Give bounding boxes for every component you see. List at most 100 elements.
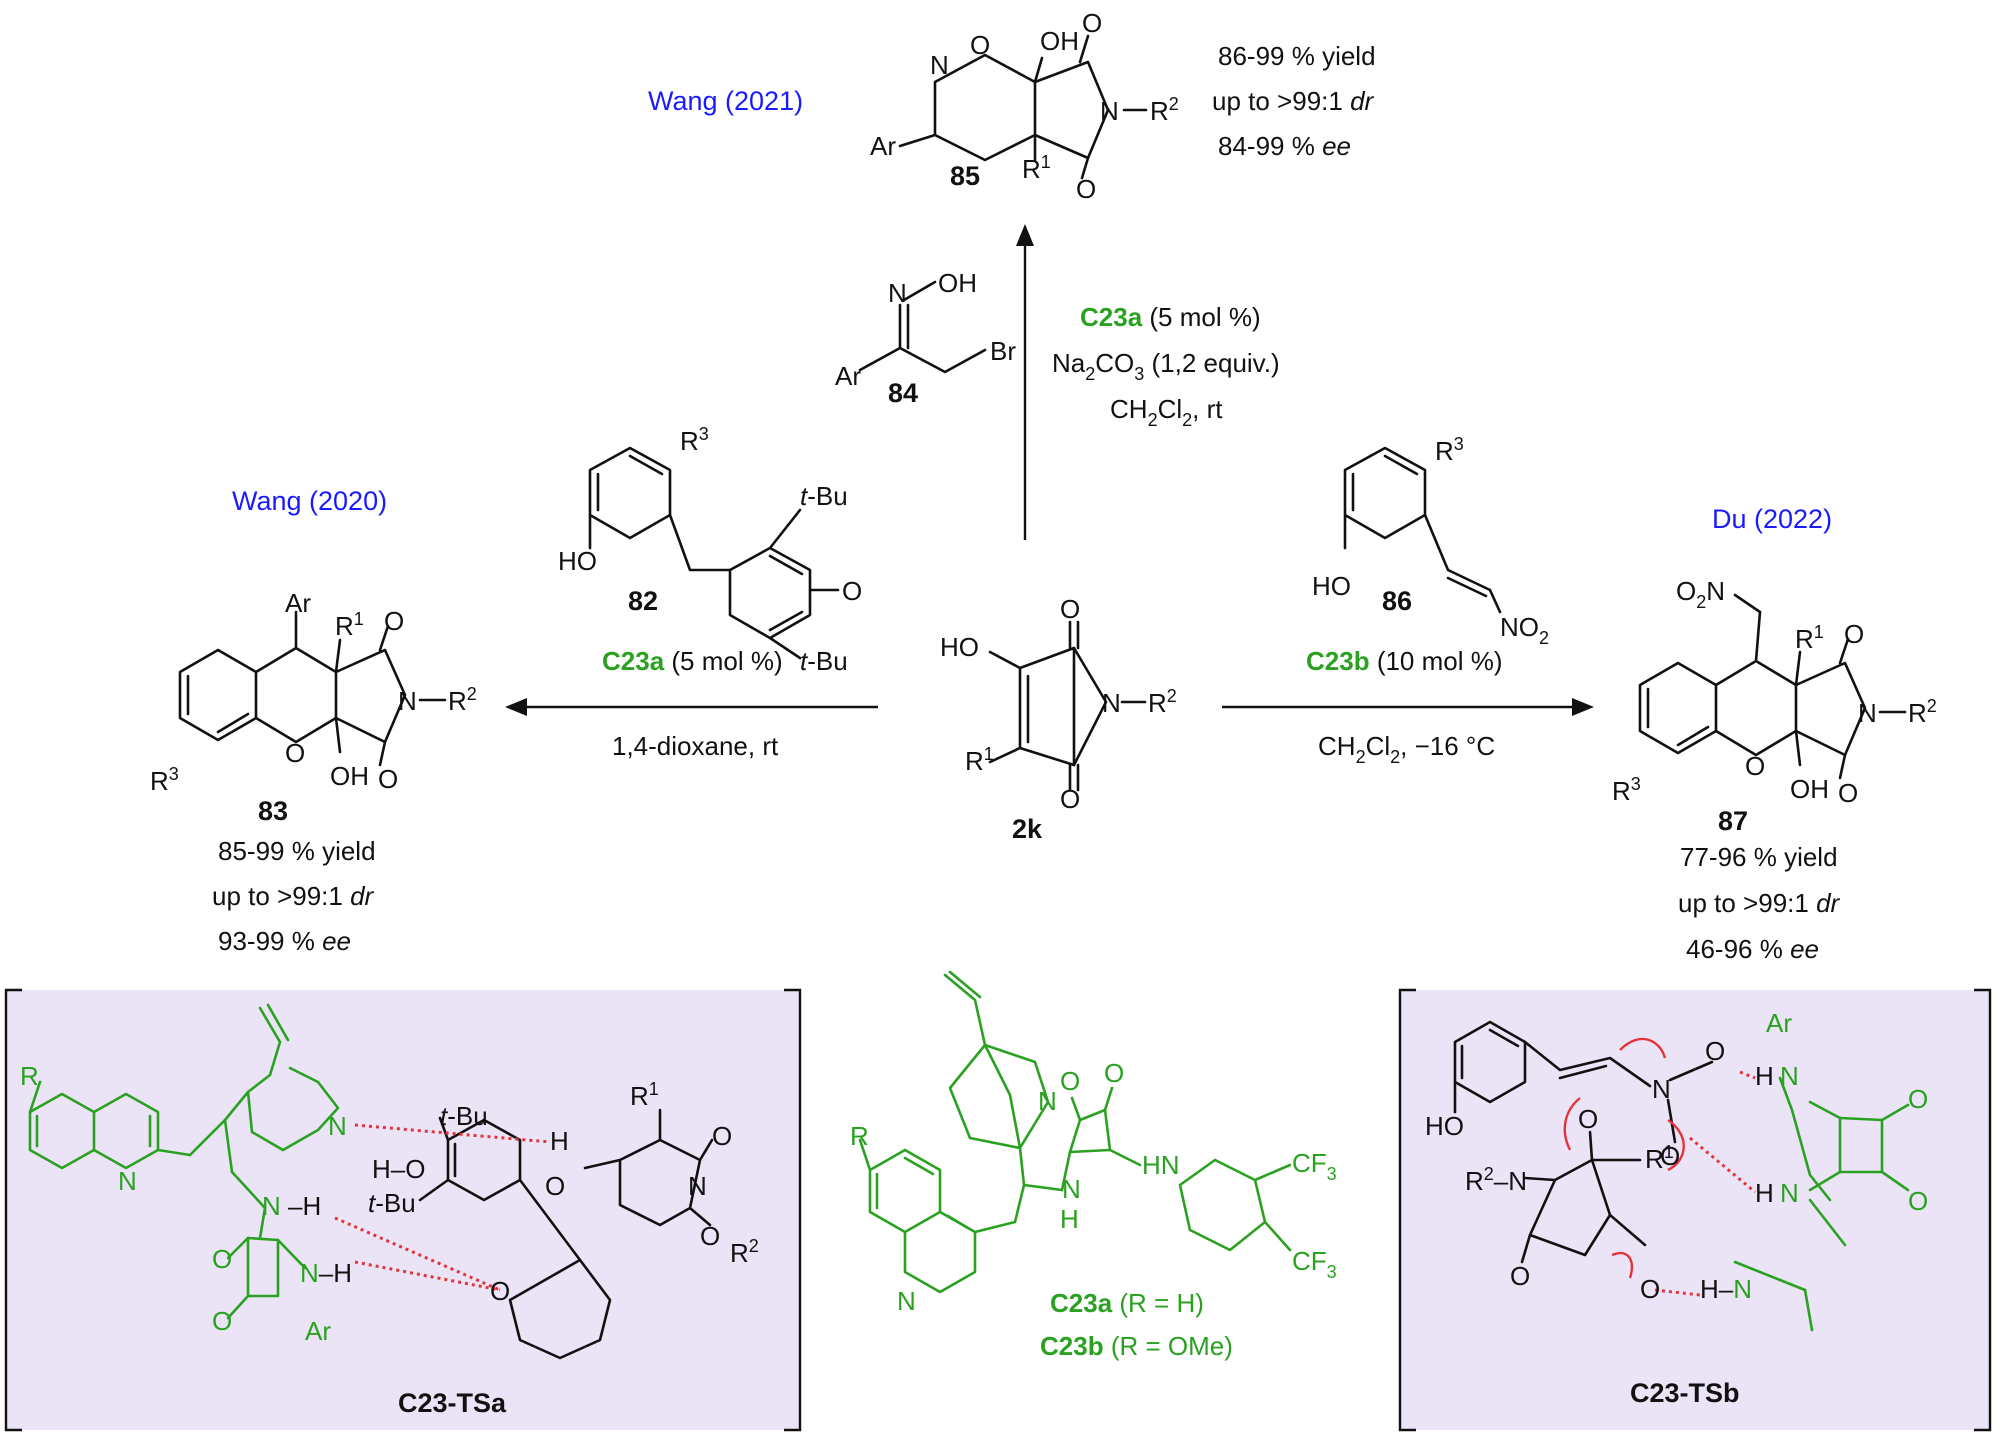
- 85-o-ring: O: [970, 30, 990, 60]
- left-cond-cat: C23a (5 mol %): [602, 646, 783, 676]
- tsb-n1: N: [1780, 1061, 1799, 1091]
- tsa-n-quin: N: [118, 1166, 137, 1196]
- 85-o2: O: [1076, 174, 1096, 204]
- 87-n: N: [1858, 698, 1877, 728]
- left-result-dr: up to >99:1 dr: [212, 881, 375, 911]
- tsb-h1: H: [1755, 1061, 1774, 1091]
- cat-b-label: C23b (R = OMe): [1040, 1331, 1233, 1361]
- tsb-n2: N: [1780, 1178, 1799, 1208]
- tsa-nh2: N–H: [300, 1258, 352, 1288]
- 2k-o-bottom: O: [1060, 784, 1080, 814]
- 2k-r2: R2: [1148, 686, 1177, 718]
- arrow-right: [1222, 698, 1594, 716]
- right-result-dr: up to >99:1 dr: [1678, 888, 1841, 918]
- top-cond-solvent: CH2Cl2, rt: [1110, 394, 1223, 430]
- compound-2k: O O HO R1 N R2 2k: [940, 594, 1177, 844]
- tsa-n-quinuclidine: N: [328, 1111, 347, 1141]
- right-cond-cat: C23b (10 mol %): [1306, 646, 1503, 676]
- 84-label: 84: [888, 378, 918, 408]
- 82-o: O: [842, 576, 862, 606]
- 2k-ho: HO: [940, 632, 979, 662]
- tsa-tbu-bottom: t-Bu: [368, 1188, 416, 1218]
- cat-cf3-top: CF3: [1292, 1148, 1337, 1184]
- right-citation: Du (2022): [1712, 504, 1832, 534]
- tsa-o-enol: O: [545, 1171, 565, 1201]
- 84-ar: Ar: [835, 361, 861, 391]
- 87-oh: OH: [1790, 774, 1829, 804]
- 85-r2: R2: [1150, 94, 1179, 126]
- tsa-h-o: H–O: [372, 1154, 425, 1184]
- tsa-n-imide: N: [688, 1171, 707, 1201]
- transition-state-a: R N N N –H N–H Ar O O t-Bu t-Bu H–O H O …: [20, 1003, 759, 1418]
- 83-r3: R3: [150, 764, 179, 796]
- tsb-h2: H: [1755, 1178, 1774, 1208]
- cat-o1: O: [1060, 1066, 1080, 1096]
- tsb-ar: Ar: [1766, 1008, 1792, 1038]
- 84-br: Br: [990, 336, 1016, 366]
- 83-label: 83: [258, 796, 288, 826]
- 87-r2: R2: [1908, 696, 1937, 728]
- 2k-r1: R1: [965, 744, 994, 776]
- 87-o1: O: [1844, 619, 1864, 649]
- tsb-o-carbonyl2: O: [1510, 1261, 1530, 1291]
- tsb-o-nitro2: O: [1660, 1141, 1680, 1171]
- 86-ho: HO: [1312, 571, 1351, 601]
- 83-ar: Ar: [285, 588, 311, 618]
- tsb-o-enolate: O: [1640, 1274, 1660, 1304]
- 87-label: 87: [1718, 806, 1748, 836]
- 87-o-ring: O: [1745, 751, 1765, 781]
- tsa-o3: O: [712, 1121, 732, 1151]
- tsa-o4: O: [700, 1221, 720, 1251]
- compound-83: Wang (2020) Ar R1 O O N R2 O OH R3 83 85…: [150, 486, 477, 956]
- tsb-o2: O: [1908, 1186, 1928, 1216]
- top-result-dr: up to >99:1 dr: [1212, 86, 1375, 116]
- cat-cf3-bottom: CF3: [1292, 1246, 1337, 1282]
- 85-oh: OH: [1040, 26, 1079, 56]
- arrow-left: [505, 698, 878, 716]
- 83-o-ring: O: [285, 738, 305, 768]
- 86-no2: NO2: [1500, 612, 1549, 648]
- 86-label: 86: [1382, 586, 1412, 616]
- 87-o2n: O2N: [1676, 576, 1725, 612]
- cat-nh2: HN: [1142, 1150, 1180, 1180]
- top-result-ee: 84-99 % ee: [1218, 131, 1351, 161]
- right-result-ee: 46-96 % ee: [1686, 934, 1819, 964]
- cat-o2: O: [1104, 1058, 1124, 1088]
- 83-oh: OH: [330, 761, 369, 791]
- 83-r2: R2: [448, 684, 477, 716]
- 84-n: N: [888, 278, 907, 308]
- top-cond-cat: C23a (5 mol %): [1080, 302, 1261, 332]
- tsb-n-nitro: N: [1652, 1074, 1671, 1104]
- 87-r1: R1: [1795, 622, 1824, 654]
- 84-oh: OH: [938, 268, 977, 298]
- 83-o2: O: [378, 764, 398, 794]
- tsb-o1: O: [1908, 1084, 1928, 1114]
- 85-n: N: [1100, 96, 1119, 126]
- 82-r3: R3: [680, 424, 709, 456]
- 82-tbu-top: t-Bu: [800, 481, 848, 511]
- transition-state-b: N O O HO O O R2–N R1 O H N Ar H N O O H–…: [1425, 1008, 1928, 1408]
- ts-b-panel: [1400, 990, 1990, 1430]
- left-citation: Wang (2020): [232, 486, 387, 516]
- 2k-n: N: [1102, 688, 1121, 718]
- ts-a-panel: [6, 990, 800, 1430]
- catalyst-c23: R N N N H HN O O CF3 CF3 C23a (R = H) C2…: [850, 970, 1337, 1361]
- top-cond-base: Na2CO3 (1,2 equiv.): [1052, 348, 1280, 384]
- 85-r1: R1: [1022, 152, 1051, 184]
- top-conditions: C23a (5 mol %) Na2CO3 (1,2 equiv.) CH2Cl…: [1052, 302, 1280, 430]
- tsb-r2n: R2–N: [1465, 1164, 1527, 1196]
- tsa-h: H: [550, 1126, 569, 1156]
- 82-label: 82: [628, 586, 658, 616]
- 83-r1: R1: [335, 609, 364, 641]
- arrow-up: [1016, 224, 1034, 540]
- tsa-o2: O: [212, 1306, 232, 1336]
- 85-label: 85: [950, 161, 980, 191]
- tsa-r: R: [20, 1061, 39, 1091]
- 85-ar: Ar: [870, 131, 896, 161]
- 82-ho: HO: [558, 546, 597, 576]
- 2k-label: 2k: [1012, 814, 1043, 844]
- reagent-82: HO R3 t-Bu t-Bu O 82: [558, 424, 862, 676]
- cat-n-quin: N: [1038, 1086, 1057, 1116]
- cat-nh1: N: [1062, 1174, 1081, 1204]
- 85-n-ring: N: [930, 50, 949, 80]
